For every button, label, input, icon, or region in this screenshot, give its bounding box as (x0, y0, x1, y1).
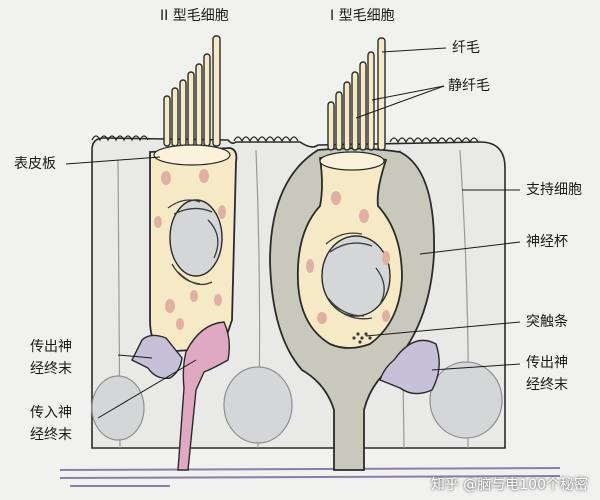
label-stereocilia: 静纤毛 (448, 78, 490, 94)
type-ii-endoplasmic-reticulum (167, 199, 219, 286)
type-ii-cuticular-plate (153, 144, 231, 166)
label-efferent-left-line2: 经终末 (30, 361, 72, 377)
label-type-i: I 型毛细胞 (330, 8, 395, 24)
label-efferent-left-line1: 传出神 (30, 339, 72, 355)
label-efferent-left: 传出神 经终末 (30, 336, 72, 380)
label-type-ii: II 型毛细胞 (160, 8, 229, 24)
type-i-nucleus (321, 235, 391, 317)
supporting-cell-boundaries (117, 149, 469, 449)
type-i-hair-cell (269, 37, 440, 471)
type-ii-stereocilia (163, 35, 221, 147)
label-efferent-right-line2: 经终末 (526, 377, 568, 393)
label-afferent-left-line1: 传入神 (30, 405, 72, 421)
label-synaptic-ribbon: 突触条 (526, 314, 568, 330)
supporting-nucleus (429, 361, 503, 439)
type-ii-nucleus (169, 199, 223, 277)
label-efferent-right-line1: 传出神 (526, 355, 568, 371)
label-cuticular-plate: 表皮板 (14, 156, 56, 172)
supporting-microvilli (91, 135, 479, 144)
label-efferent-right: 传出神 经终末 (526, 352, 568, 396)
type-ii-afferent-terminal (177, 321, 231, 471)
supporting-nucleus (91, 375, 145, 441)
type-i-cuticular-plate (319, 151, 385, 171)
label-supporting-cell: 支持细胞 (526, 182, 582, 198)
label-afferent-left: 传入神 经终末 (30, 402, 72, 446)
type-i-endoplasmic-reticulum (325, 232, 385, 320)
type-i-efferent-terminal (379, 339, 440, 395)
watermark: 知乎 @脑与电100个秘密 (430, 477, 588, 493)
type-i-stereocilia (327, 37, 386, 151)
label-afferent-left-line2: 经终末 (30, 427, 72, 443)
nerve-fibers (59, 467, 561, 487)
type-ii-hair-cell (131, 35, 238, 471)
label-nerve-calyx: 神经杯 (526, 234, 568, 250)
type-ii-mitochondria (154, 169, 226, 330)
type-i-mitochondria (306, 191, 390, 324)
synaptic-ribbon (352, 332, 372, 344)
leader-lines (65, 47, 521, 419)
supporting-nucleus (223, 366, 293, 444)
label-kinocilium: 纤毛 (452, 40, 480, 56)
